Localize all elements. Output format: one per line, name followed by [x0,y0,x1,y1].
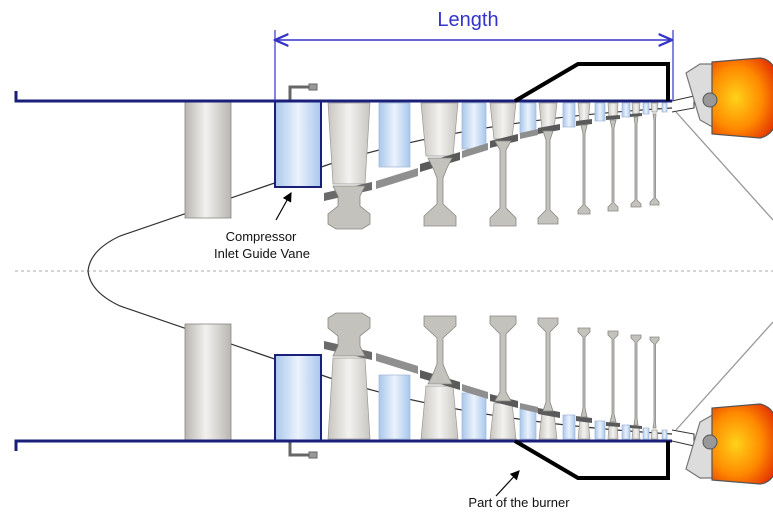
igv-label-line1: Compressor [226,229,297,244]
burner-label: Part of the burner [468,495,570,510]
igv-callout-arrow [275,191,292,221]
engine-top-half [14,56,773,273]
engine-bottom-half [14,269,773,486]
igv-label-line2: Inlet Guide Vane [214,246,310,261]
burner-callout-arrow [495,470,520,497]
length-label: Length [437,9,498,31]
